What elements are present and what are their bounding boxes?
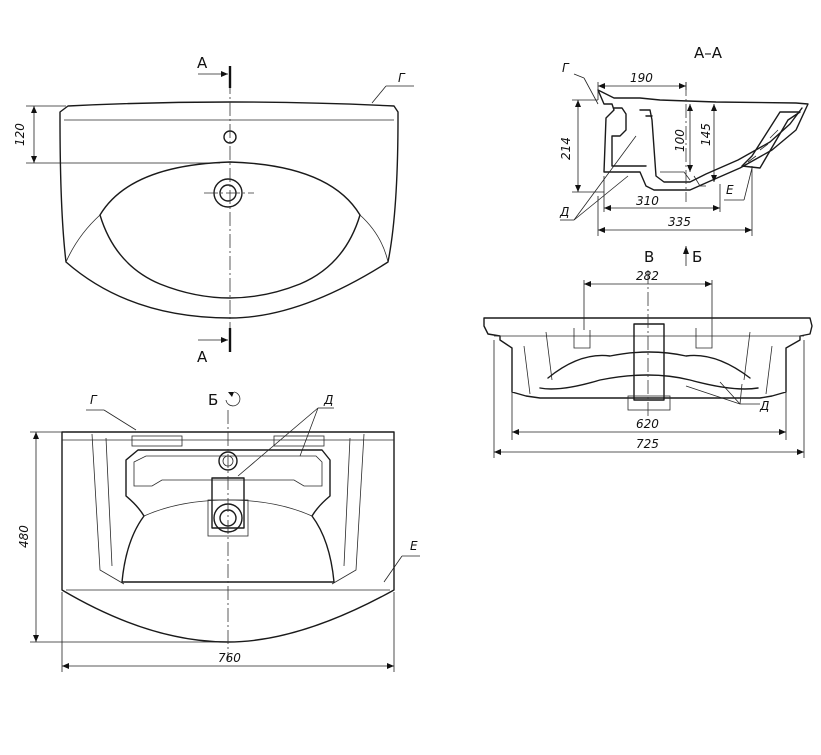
section-profile-outer (597, 89, 809, 191)
callout-g-top: Г (398, 71, 406, 85)
dim-front-620: 620 (636, 417, 659, 431)
dim-section-335: 335 (668, 215, 691, 229)
dim-top-120: 120 (13, 123, 27, 146)
dim-front-282: 282 (636, 269, 659, 283)
front-drain-block (633, 323, 665, 401)
section-aa-view: А–А 190 214 100 (559, 44, 809, 236)
dim-section-190: 190 (630, 71, 653, 85)
dim-section-310: 310 (636, 194, 659, 208)
section-mark-a-bottom: А (197, 348, 208, 366)
bottom-view: Б 480 (17, 391, 420, 672)
dim-bottom-480: 480 (17, 525, 31, 548)
callout-e-section: Е (726, 183, 734, 197)
top-view-outline (59, 101, 399, 319)
view-rotation-icon (225, 391, 241, 407)
view-title-b: Б (208, 391, 218, 409)
dim-front-725: 725 (636, 437, 659, 451)
top-view: А А 120 Г (13, 54, 414, 366)
section-profile-inner (611, 107, 647, 167)
section-title-aa: А–А (694, 44, 723, 62)
dim-section-145: 145 (699, 123, 713, 146)
callout-e-bottom: Е (410, 539, 418, 553)
callout-d-front: Д (759, 399, 769, 413)
view-mark-b-right: Б (692, 248, 702, 266)
dim-section-214: 214 (559, 137, 573, 160)
front-view: 282 620 725 Д (483, 269, 813, 458)
dim-section-100: 100 (673, 129, 687, 152)
section-mark-a-top: А (197, 54, 208, 72)
view-mark-v: В (644, 248, 654, 266)
callout-g-bottom: Г (90, 393, 98, 407)
callout-g-section: Г (562, 61, 570, 75)
callout-d-section: Д (559, 205, 569, 219)
dim-bottom-760: 760 (218, 651, 241, 665)
callout-d-bottom: Д (323, 393, 333, 407)
view-arrows: В Б (644, 246, 702, 266)
tap-hole-bottom (218, 451, 238, 471)
